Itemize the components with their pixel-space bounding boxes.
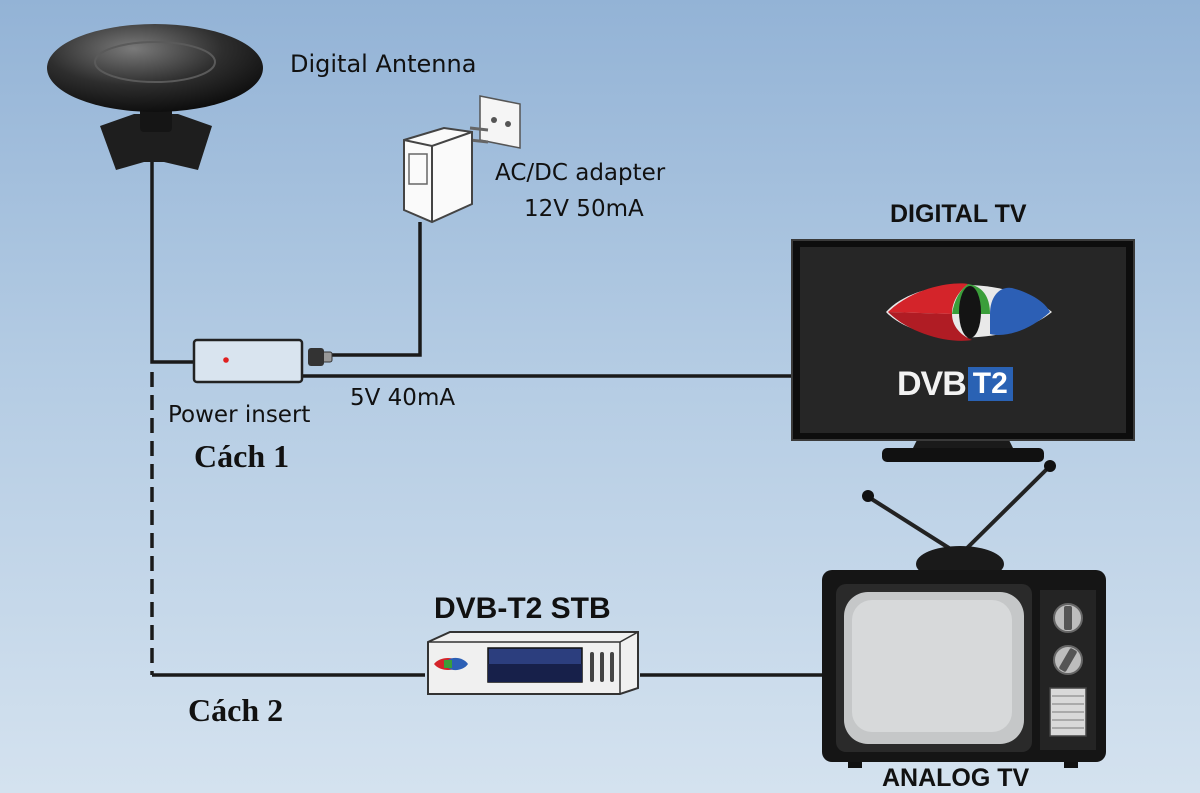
digital-tv-icon <box>791 239 1135 462</box>
adapter-label: AC/DC adapter <box>495 160 666 186</box>
adapter-cable <box>330 222 422 357</box>
power-inserter-icon <box>192 338 333 384</box>
analog-tv-icon <box>822 460 1106 768</box>
dvbt2-set-top-box-icon <box>427 631 639 695</box>
dvbt2-logo: DVB T2 <box>897 364 1013 404</box>
method-1-label: Cách 1 <box>194 438 290 474</box>
method-2-label: Cách 2 <box>188 692 284 728</box>
t2-logo-badge: T2 <box>967 367 1013 401</box>
adapter-rating-label: 12V 50mA <box>524 196 644 222</box>
dvb-logo-text: DVB <box>897 365 967 403</box>
digital-tv-label: DIGITAL TV <box>890 200 1027 228</box>
dvb-eye-logo <box>886 283 1052 341</box>
power-output-label: 5V 40mA <box>350 385 456 411</box>
stb-label: DVB-T2 STB <box>434 592 611 625</box>
antenna-cable <box>150 160 196 364</box>
digital-antenna-label: Digital Antenna <box>290 50 477 78</box>
acdc-adapter-icon <box>403 95 521 224</box>
digital-antenna-icon <box>47 24 263 170</box>
power-insert-label: Power insert <box>168 402 311 428</box>
analog-tv-label: ANALOG TV <box>882 764 1030 792</box>
